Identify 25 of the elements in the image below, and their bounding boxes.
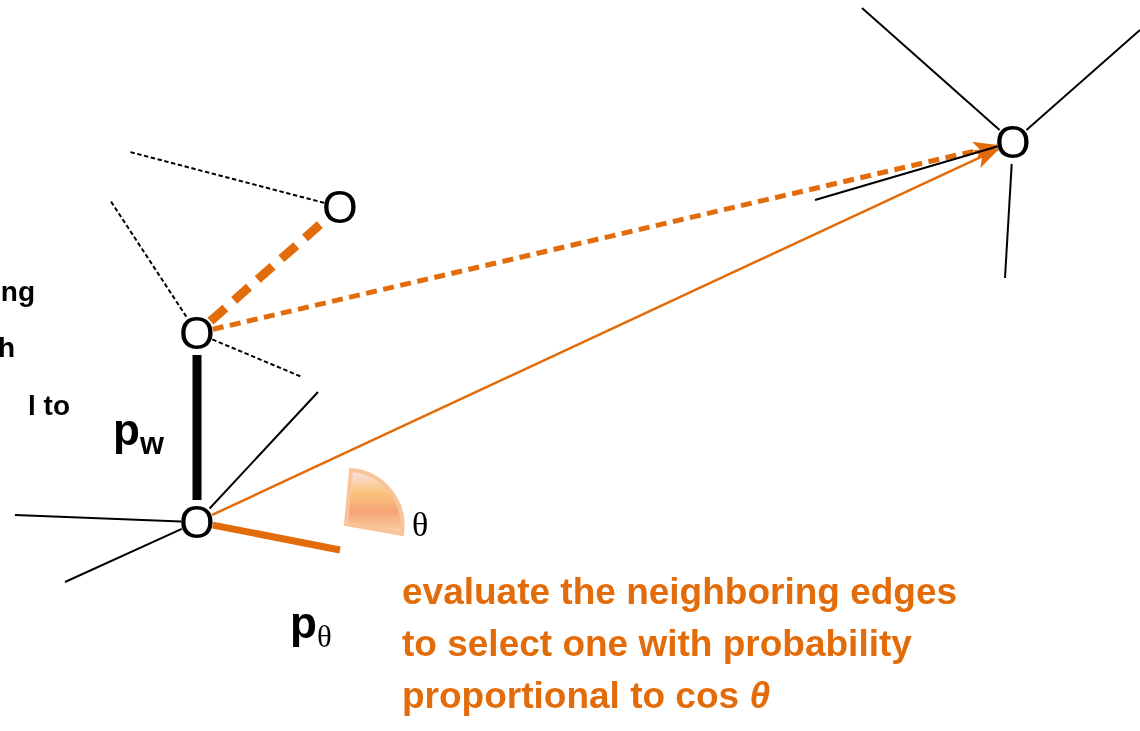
vertex-symbol: O [322, 183, 358, 231]
arrow [211, 147, 1000, 517]
line [208, 391, 319, 510]
dashed-line [211, 338, 303, 378]
line [814, 145, 999, 201]
vertex-symbol: O [179, 498, 215, 546]
dashed-arrow [212, 141, 1000, 332]
dashed-line [129, 151, 326, 204]
angle-label: θ [412, 506, 429, 544]
thick-line [192, 355, 202, 500]
cropped-text: h [0, 332, 15, 364]
description-text: evaluate the neighboring edges to select one with probability proportional to cos θ [402, 570, 959, 718]
line [1004, 162, 1013, 279]
cropped-text: ng [0, 276, 35, 308]
symbol-label: p$_{θ}$ [290, 598, 332, 656]
line [861, 7, 1001, 132]
vertex-symbol: O [179, 309, 215, 357]
vertex-symbol: O [995, 118, 1031, 166]
line [14, 514, 182, 523]
cropped-text: l to [28, 390, 70, 422]
thick-line [212, 521, 341, 554]
line [1025, 29, 1140, 132]
line [64, 527, 183, 583]
dashed-line [109, 199, 188, 318]
symbol-label: p$_{w}$ [113, 405, 164, 463]
